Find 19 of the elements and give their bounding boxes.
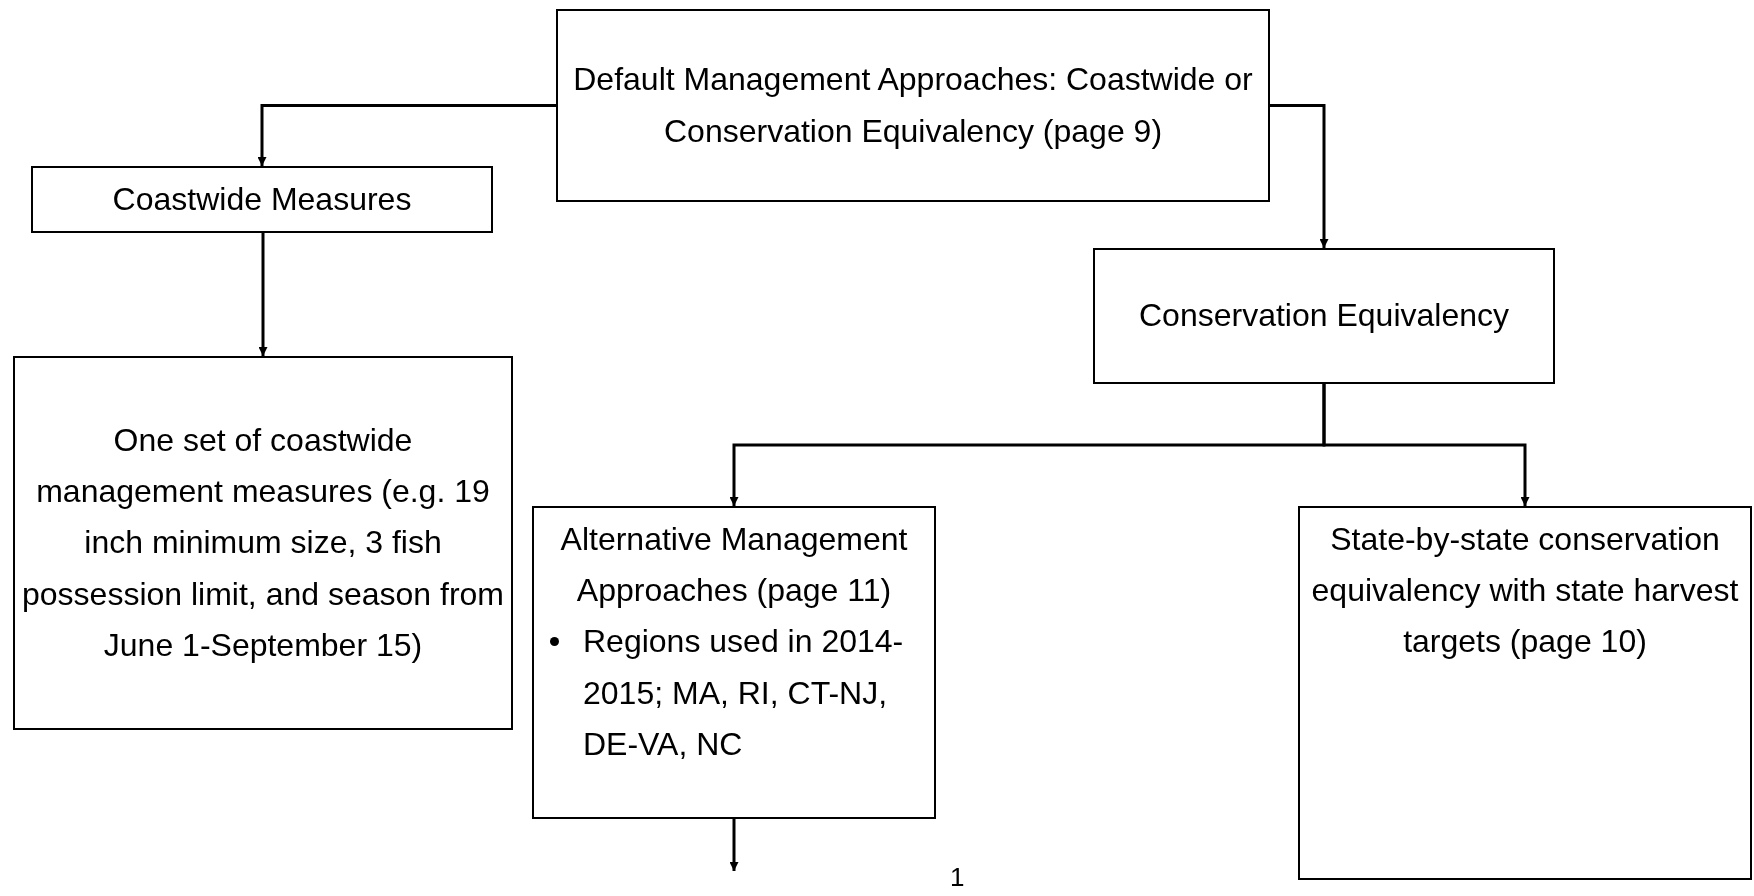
process-box — [1298, 506, 1752, 880]
process-box — [532, 506, 936, 819]
process-box — [13, 356, 513, 730]
box-text: Default Management Approaches: Coastwide or Conservation Equivalency (page 9) — [572, 60, 1254, 151]
process-box — [1093, 248, 1555, 384]
box-text: Alternative Management Approaches (page 11) — [559, 520, 909, 611]
arrow — [257, 104, 556, 166]
process-box — [31, 166, 493, 233]
arrow — [1270, 104, 1329, 248]
box-text: One set of coastwide management measures (e.g. 19 inch minimum size, 3 fish possession limit, and season from June 1-September 15) — [21, 421, 505, 665]
box-text: Conservation Equivalency — [1139, 296, 1509, 336]
bullet-text: Regions used in 2014-2015; MA, RI, CT-NJ, DE-VA, NC — [583, 622, 905, 764]
arrow — [258, 233, 268, 356]
box-text: State-by-state conservation equivalency with state harvest targets (page 10) — [1310, 520, 1740, 662]
arrow — [1322, 384, 1530, 506]
box-text: Coastwide Measures — [112, 179, 412, 219]
page-number: 1 — [950, 862, 965, 893]
process-box — [556, 9, 1270, 202]
arrow — [729, 819, 739, 871]
